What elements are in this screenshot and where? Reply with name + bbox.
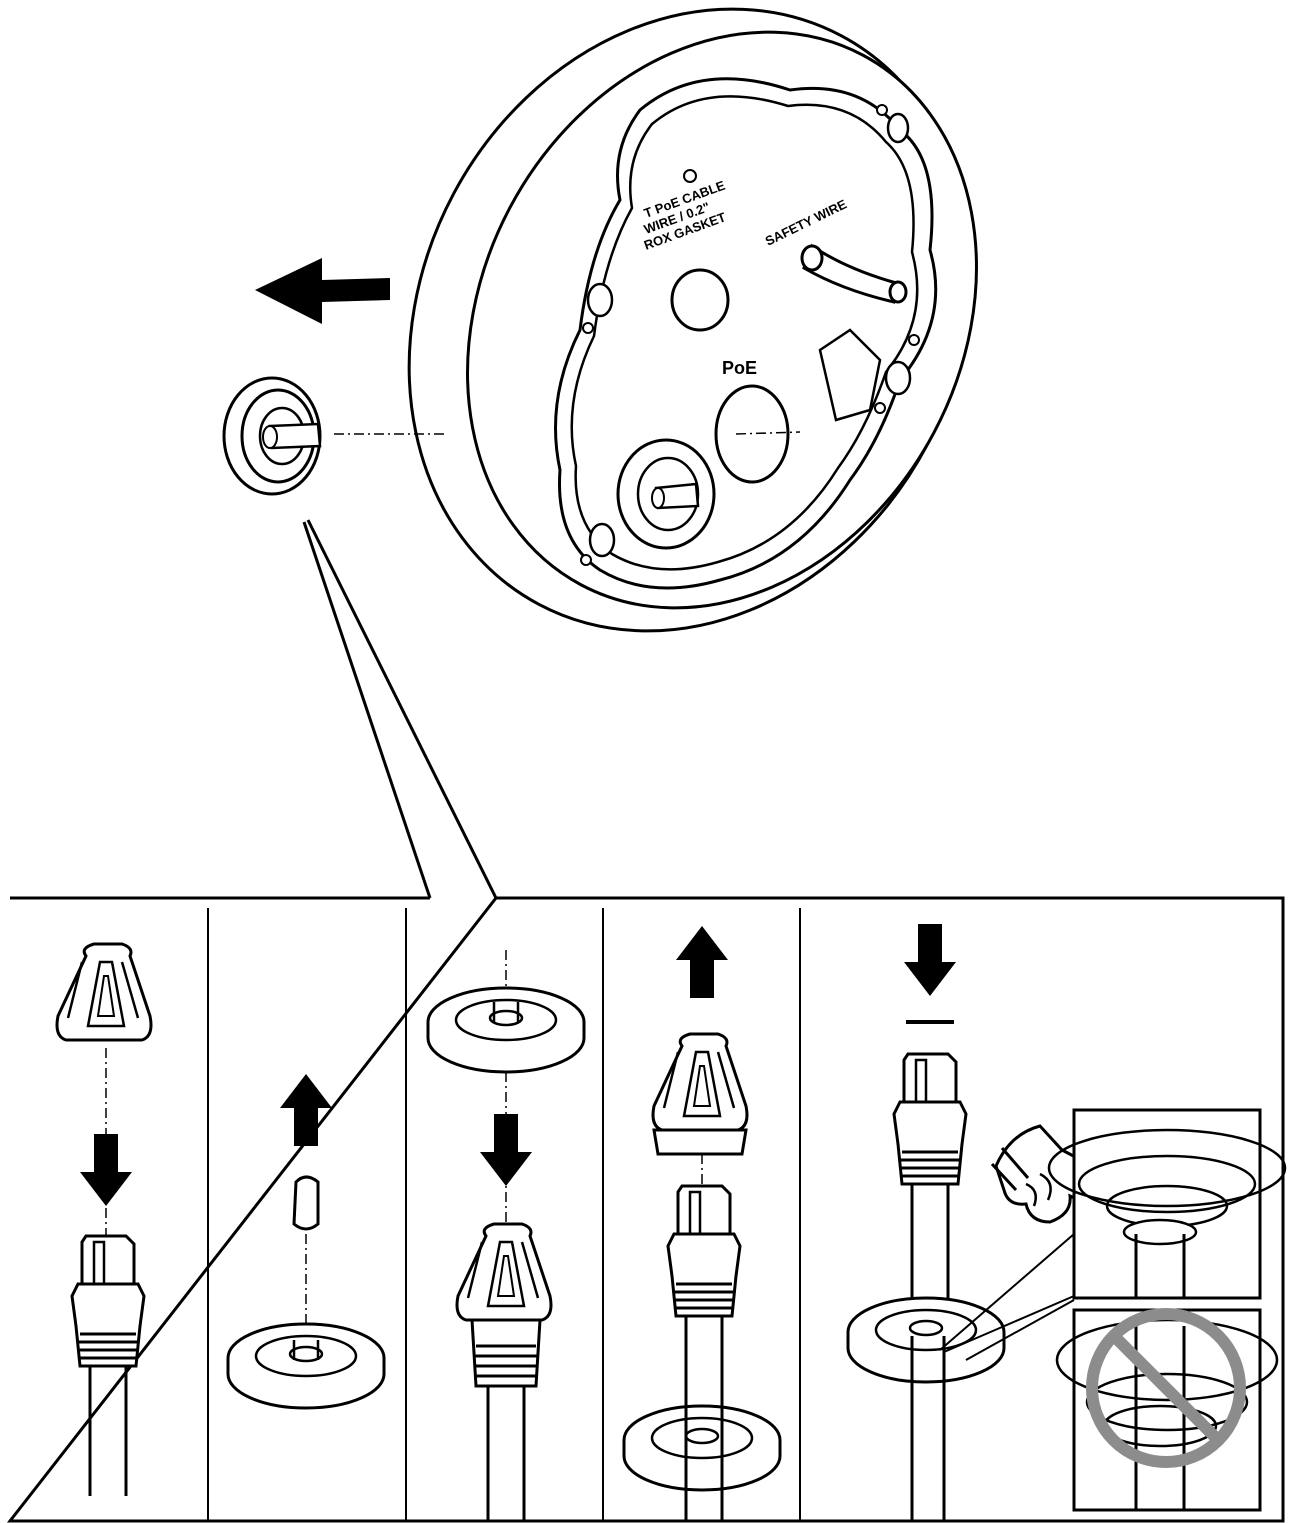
arrow-up-icon (676, 926, 728, 998)
step-4 (622, 926, 782, 1521)
rj45-connector (70, 1234, 146, 1498)
boot-cap (55, 942, 153, 1042)
arrow-down-icon (80, 1134, 132, 1206)
detail-correct (1047, 1108, 1287, 1300)
step-3 (426, 950, 586, 1521)
grommet (426, 986, 586, 1074)
step-2 (226, 1074, 386, 1410)
grommet (622, 1404, 782, 1492)
step-1 (55, 942, 153, 1498)
arrow-left-icon (255, 258, 390, 324)
plug-insert (292, 1175, 320, 1231)
boot-cap (651, 1032, 749, 1156)
steps-panel (6, 896, 1285, 1523)
grommet (226, 1322, 386, 1410)
poe-label: PoE (722, 358, 757, 378)
arrow-down-icon (480, 1114, 532, 1186)
arrow-up-icon (280, 1074, 332, 1146)
step-5 (846, 924, 1287, 1521)
grommet-seated (846, 1296, 1006, 1384)
detail-incorrect (1055, 1308, 1279, 1512)
rj45-connector (892, 1052, 968, 1316)
callout-line-right (306, 519, 498, 899)
removed-grommet (222, 376, 322, 496)
mounting-box (407, 7, 978, 633)
capped-connector (455, 1222, 553, 1521)
callout-line-left (302, 521, 432, 899)
prohibited-icon (1086, 1308, 1246, 1468)
arrow-down-icon (904, 924, 956, 996)
